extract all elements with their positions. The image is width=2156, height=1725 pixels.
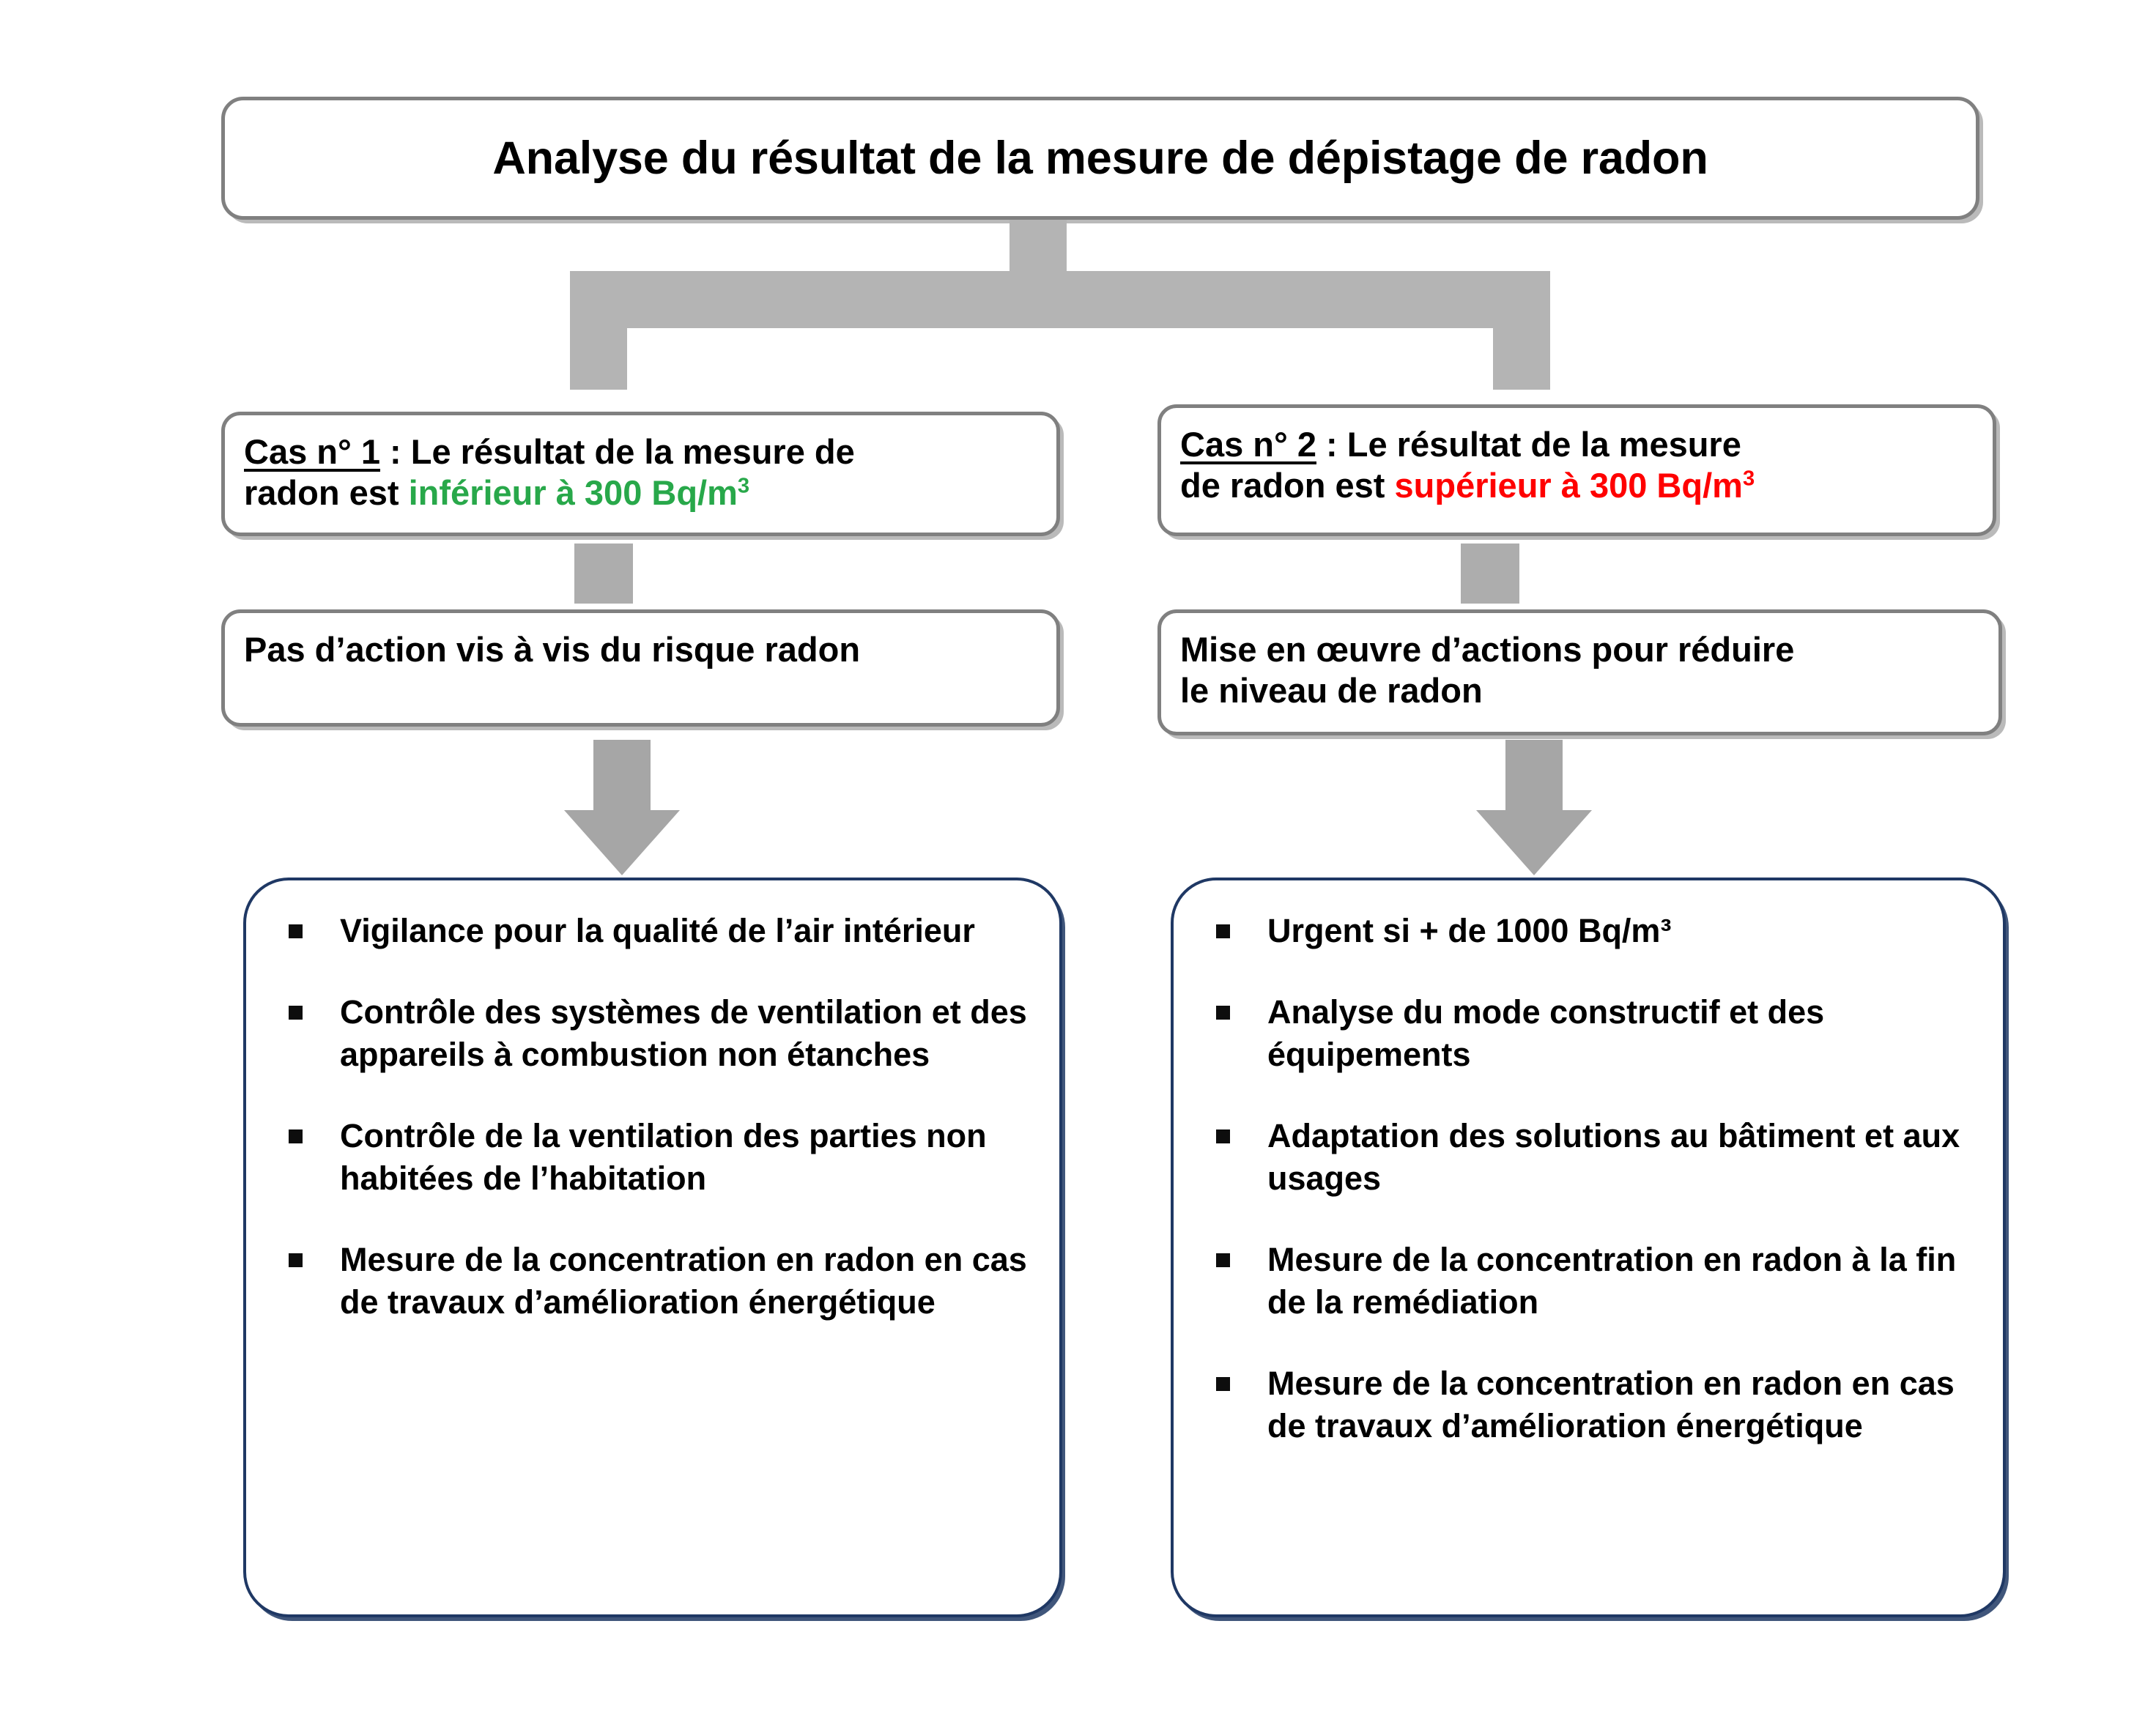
branch-connector-bar <box>570 271 1550 328</box>
bullet-square-icon <box>1216 1129 1230 1143</box>
arrow-down-icon <box>1476 740 1592 875</box>
bullet-square-icon <box>289 1005 303 1020</box>
bullet-square-icon <box>289 1253 303 1267</box>
down-arrow-left <box>564 740 680 875</box>
list-item-text: Urgent si + de 1000 Bq/m³ <box>1267 912 1672 949</box>
arrow-down-icon <box>564 740 680 875</box>
list-item-text: Contrôle de la ventilation des parties n… <box>340 1116 987 1198</box>
action-left-line-1: Pas d’action vis à vis du risque radon <box>244 630 861 669</box>
list-item: Mesure de la concentration en radon en c… <box>273 1239 1037 1324</box>
recommendations-box-right: Urgent si + de 1000 Bq/m³ Analyse du mod… <box>1171 878 2006 1617</box>
list-item-text: Analyse du mode constructif et des équip… <box>1267 993 1825 1074</box>
list-item-text: Contrôle des systèmes de ventilation et … <box>340 993 1027 1074</box>
title-box: Analyse du résultat de la mesure de dépi… <box>221 97 1979 220</box>
bullet-square-icon <box>289 1129 303 1143</box>
list-item-text: Mesure de la concentration en radon à la… <box>1267 1240 1957 1321</box>
case-1-line-2: radon est inférieur à 300 Bq/m3 <box>244 472 1037 513</box>
case-2-sentence-part1: : Le résultat de la mesure <box>1316 425 1741 464</box>
branch-connector-leg-right <box>1493 271 1550 390</box>
case-1-sentence-part2: radon est <box>244 472 409 512</box>
list-item: Adaptation des solutions au bâtiment et … <box>1200 1115 1981 1201</box>
list-item-text: Mesure de la concentration en radon en c… <box>340 1240 1027 1321</box>
action-right-line-2: le niveau de radon <box>1180 670 1483 710</box>
stub-connector-right <box>1461 544 1519 604</box>
bullet-square-icon <box>1216 1005 1230 1020</box>
stub-connector-left <box>574 544 633 604</box>
case-1-label: Cas n° 1 <box>244 432 380 471</box>
down-arrow-right <box>1476 740 1592 875</box>
case-2-box: Cas n° 2 : Le résultat de la mesure de r… <box>1157 404 1996 536</box>
list-item-text: Vigilance pour la qualité de l’air intér… <box>340 912 975 949</box>
list-item: Mesure de la concentration en radon en c… <box>1200 1362 1981 1448</box>
list-item: Contrôle de la ventilation des parties n… <box>273 1115 1037 1201</box>
case-2-sentence-part2: de radon est <box>1180 465 1395 505</box>
case-2-threshold-exponent: 3 <box>1742 467 1755 491</box>
recommendations-box-left: Vigilance pour la qualité de l’air intér… <box>243 878 1062 1617</box>
case-1-threshold-value: inférieur à 300 Bq/m <box>408 472 738 512</box>
bullet-square-icon <box>289 924 303 938</box>
case-1-threshold-exponent: 3 <box>737 474 750 498</box>
recommendation-list-left: Vigilance pour la qualité de l’air intér… <box>273 910 1037 1324</box>
list-item: Mesure de la concentration en radon à la… <box>1200 1239 1981 1324</box>
case-2-line-2: de radon est supérieur à 300 Bq/m3 <box>1180 465 1974 506</box>
case-2-line-1: Cas n° 2 : Le résultat de la mesure <box>1180 424 1974 465</box>
recommendation-list-right: Urgent si + de 1000 Bq/m³ Analyse du mod… <box>1200 910 1981 1448</box>
list-item-text: Adaptation des solutions au bâtiment et … <box>1267 1116 1960 1198</box>
list-item: Urgent si + de 1000 Bq/m³ <box>1200 910 1981 953</box>
bullet-square-icon <box>1216 924 1230 938</box>
bullet-square-icon <box>1216 1253 1230 1267</box>
case-2-label: Cas n° 2 <box>1180 425 1316 464</box>
case-1-sentence-part1: : Le résultat de la mesure de <box>379 432 855 471</box>
list-item: Contrôle des systèmes de ventilation et … <box>273 991 1037 1077</box>
list-item-text: Mesure de la concentration en radon en c… <box>1267 1364 1955 1445</box>
case-1-line-1: Cas n° 1 : Le résultat de la mesure de <box>244 431 1037 472</box>
case-2-threshold-value: supérieur à 300 Bq/m <box>1394 465 1743 505</box>
case-1-box: Cas n° 1 : Le résultat de la mesure de r… <box>221 412 1060 536</box>
list-item: Analyse du mode constructif et des équip… <box>1200 991 1981 1077</box>
list-item: Vigilance pour la qualité de l’air intér… <box>273 910 1037 953</box>
action-box-right: Mise en œuvre d’actions pour réduire le … <box>1157 609 2002 735</box>
branch-connector-leg-left <box>570 271 627 390</box>
page-title: Analyse du résultat de la mesure de dépi… <box>492 133 1708 184</box>
branch-connector-stem <box>1010 220 1067 272</box>
bullet-square-icon <box>1216 1376 1230 1391</box>
action-box-left: Pas d’action vis à vis du risque radon <box>221 609 1060 727</box>
action-right-line-1: Mise en œuvre d’actions pour réduire <box>1180 630 1795 669</box>
